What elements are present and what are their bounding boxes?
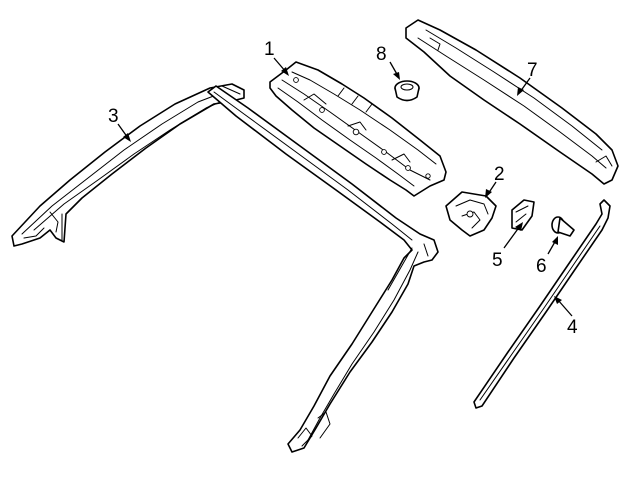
leader-7 [517, 77, 531, 96]
callout-number-4: 4 [567, 317, 578, 338]
callout-number-2: 2 [494, 164, 505, 185]
leader-4 [554, 296, 573, 317]
part-8-grommet [394, 80, 420, 102]
callout-number-5: 5 [492, 250, 503, 271]
callout-number-3: 3 [108, 106, 119, 127]
part-3-roof-side-rail [11, 83, 245, 247]
part-7-rear-roof-bow [405, 19, 619, 185]
windshield-frame [207, 85, 439, 453]
part-5-small-bracket [511, 199, 535, 231]
callout-number-8: 8 [376, 44, 387, 65]
part-2-bracket [445, 191, 497, 237]
part-1-front-header-panel [269, 61, 447, 197]
callout-number-7: 7 [527, 60, 538, 81]
leader-1 [273, 57, 289, 76]
callout-number-6: 6 [536, 256, 547, 277]
leader-2 [485, 181, 497, 198]
leader-8 [389, 61, 400, 80]
leader-3 [117, 123, 131, 142]
part-4-weatherstrip [473, 199, 611, 409]
callout-leaders [117, 57, 573, 317]
leader-5 [503, 222, 523, 249]
leader-6 [547, 236, 558, 255]
part-6-clip [551, 216, 575, 237]
callout-numbers: 1 2 3 4 5 6 7 8 [108, 39, 578, 338]
callout-number-1: 1 [264, 39, 275, 60]
